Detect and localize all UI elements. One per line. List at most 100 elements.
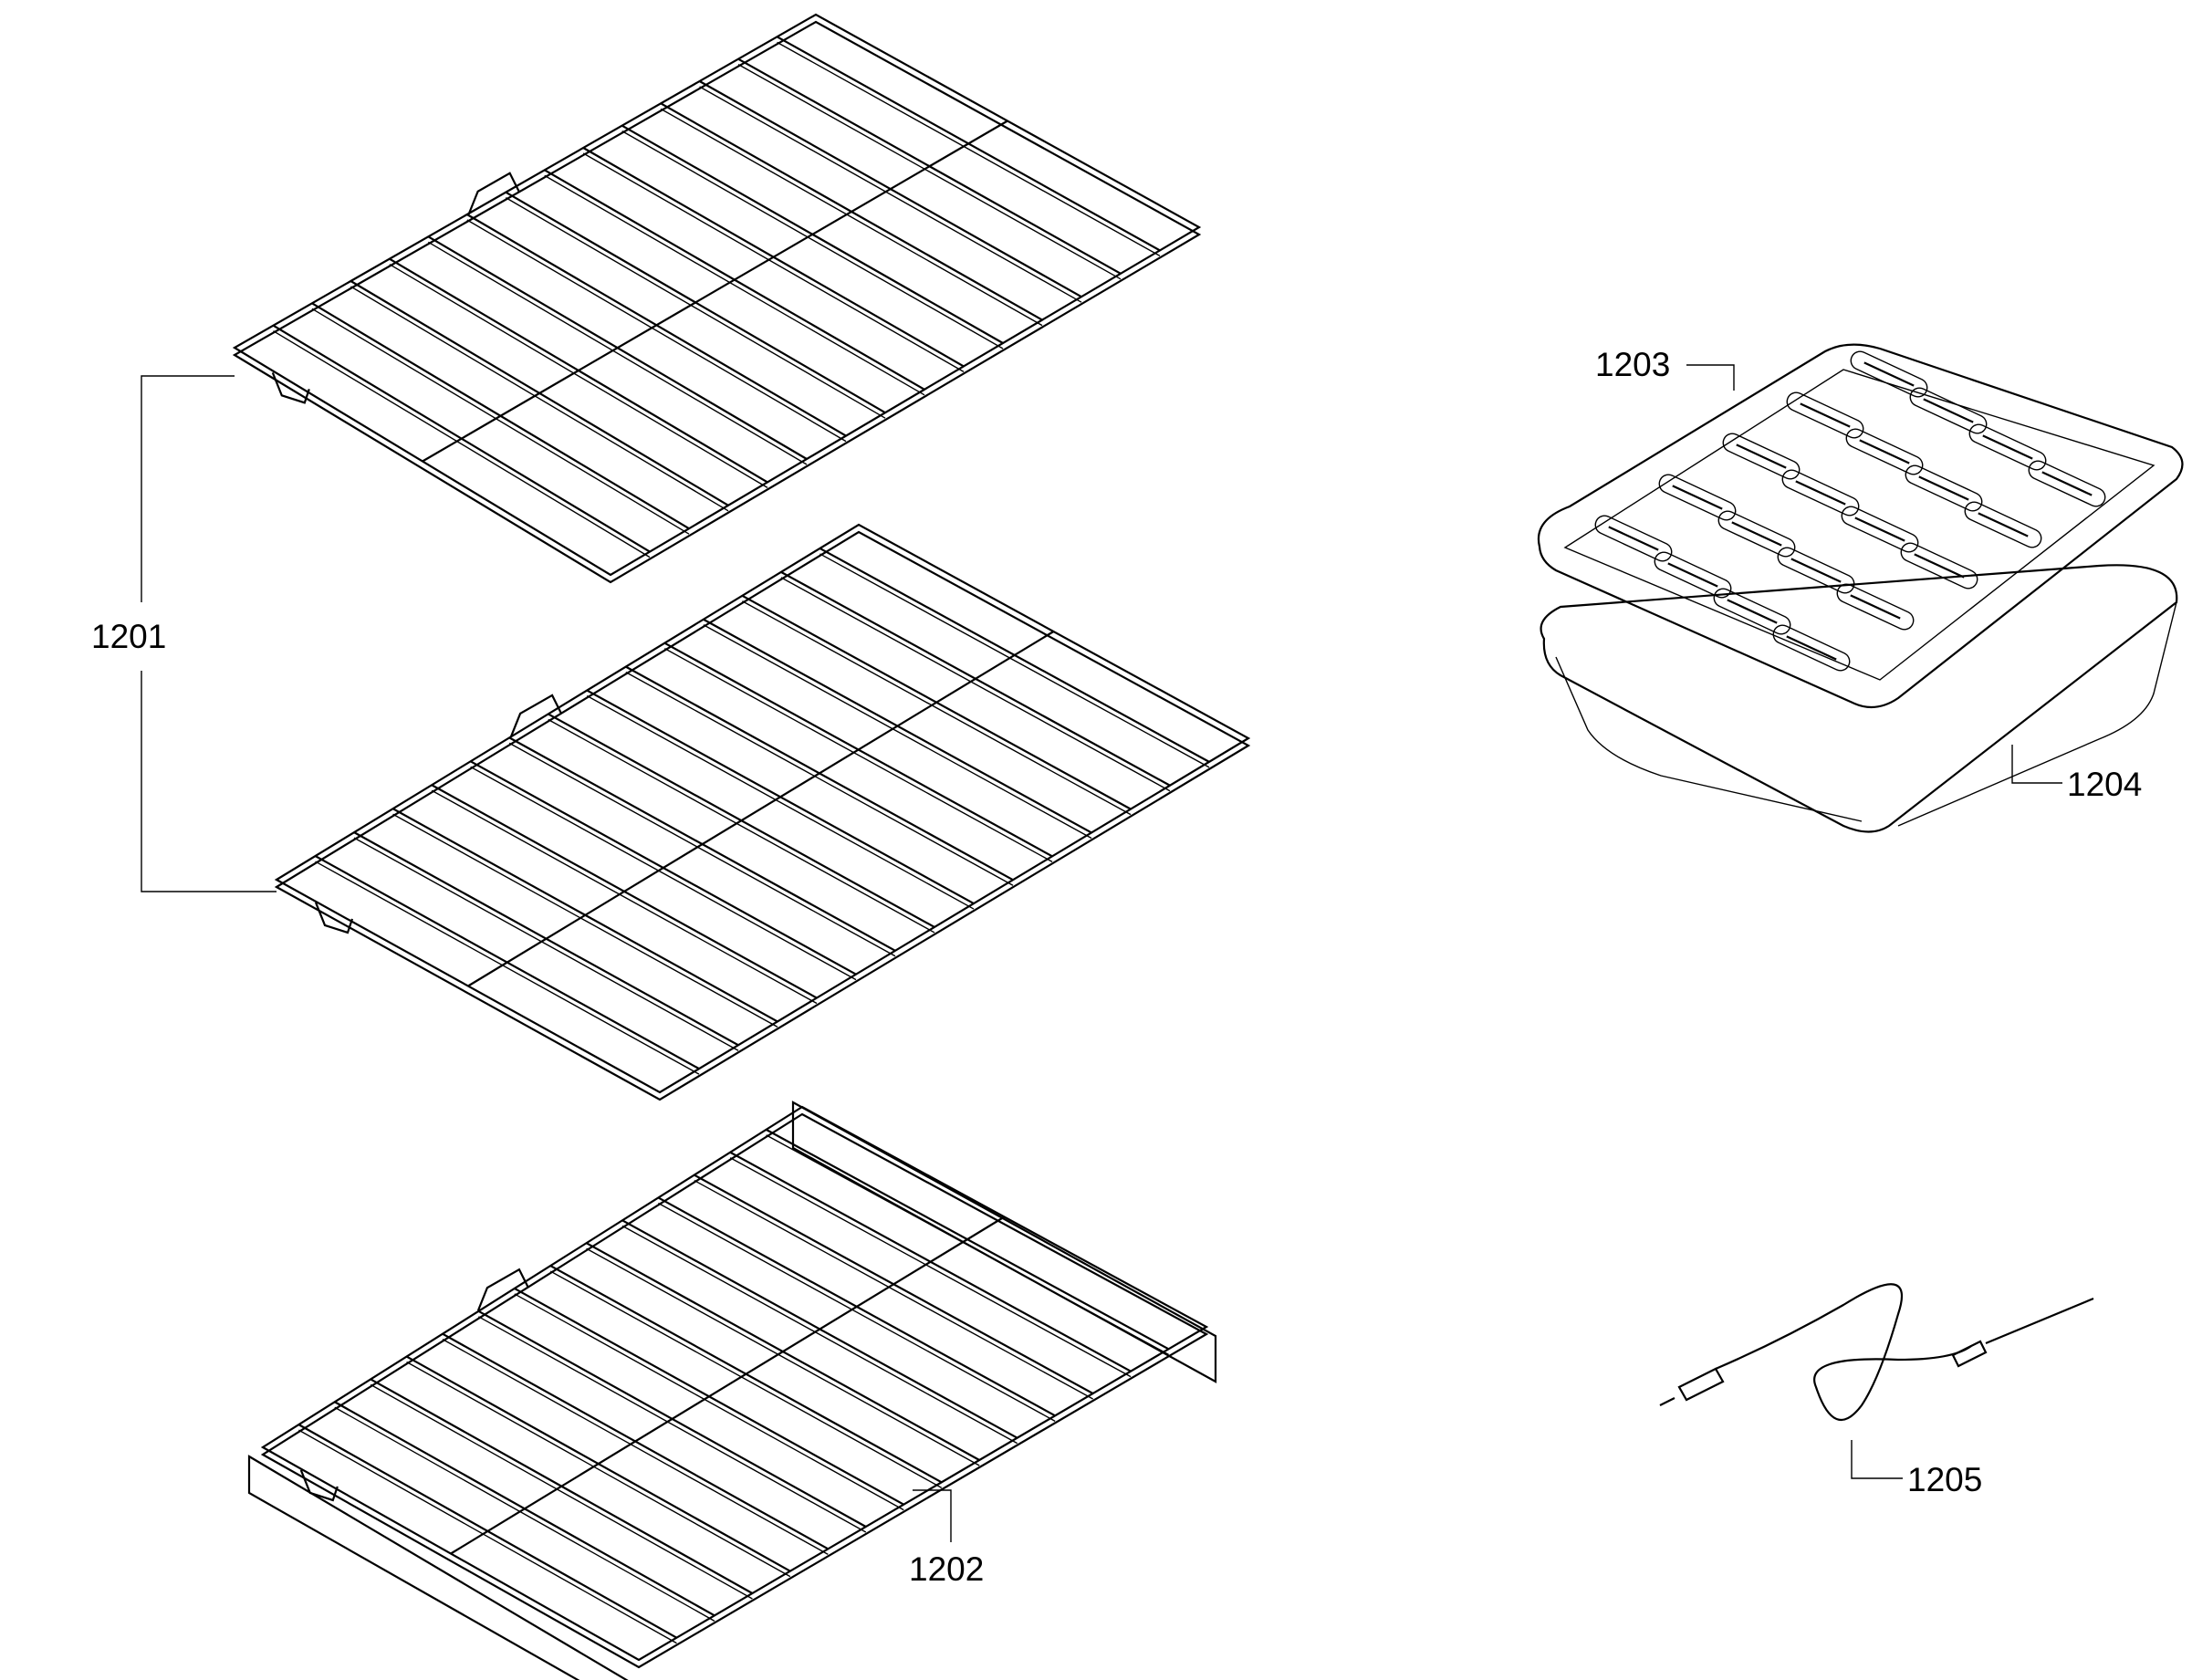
grill-slot	[1713, 588, 1791, 635]
rack-notch	[299, 1469, 339, 1502]
grill-slot	[1772, 624, 1851, 672]
leader-1204	[2011, 745, 2062, 784]
rack-bar-shadow	[508, 742, 896, 957]
grill-slot	[1786, 391, 1864, 439]
rack-bar-shadow	[777, 41, 1161, 257]
leader-1205	[1851, 1440, 1903, 1479]
rack-bar-shadow	[466, 219, 847, 443]
rack-bar-shadow	[663, 648, 1053, 862]
grill-slot	[2028, 460, 2106, 507]
probe-cable	[1715, 1283, 1972, 1422]
part-label-1204: 1204	[2067, 766, 2142, 803]
probe-tip	[1951, 1297, 2094, 1368]
rack-bar-shadow	[427, 241, 808, 465]
leader-1202	[913, 1489, 952, 1542]
rack-bar-shadow	[431, 789, 818, 1005]
broiler-grill-inner	[1563, 369, 2155, 681]
rack-bar-shadow	[780, 577, 1171, 792]
grill-slot	[1905, 464, 1983, 512]
rack-bar-shadow	[549, 1270, 943, 1488]
rack-bar-shadow	[273, 330, 651, 558]
rack-bar-shadow	[625, 671, 1014, 886]
broiler-pan-wall	[1897, 601, 2177, 827]
rack-notch	[476, 1268, 529, 1311]
rack-bar-shadow	[737, 64, 1122, 280]
grill-slot-opening	[1850, 594, 1901, 620]
slide-rail-front	[247, 1455, 629, 1680]
grill-slot-opening	[1672, 485, 1723, 510]
rack-notch	[271, 371, 310, 404]
sliding-oven-rack	[247, 1101, 1217, 1680]
rack-bar-shadow	[548, 718, 935, 934]
meat-probe	[1659, 1283, 2094, 1422]
rack-bar-shadow	[658, 1202, 1056, 1422]
grill-slot-opening	[1795, 480, 1846, 506]
rack-frame	[232, 13, 1202, 577]
rack-cross-bar	[450, 1216, 1006, 1555]
probe-plug	[1659, 1367, 1725, 1406]
rack-bar-shadow	[353, 837, 739, 1051]
rack-frame	[274, 530, 1251, 1101]
rack-frame	[260, 1112, 1209, 1669]
rack-cross-bar	[422, 120, 1008, 463]
grill-slot-opening	[2041, 471, 2093, 496]
rack-bar-shadow	[699, 86, 1082, 303]
rack-bar-shadow	[442, 1339, 829, 1555]
part-label-1203: 1203	[1595, 346, 1670, 383]
rack-bar-shadow	[742, 600, 1132, 816]
grill-slot	[1850, 350, 1928, 398]
broiler-pan	[1537, 343, 2184, 833]
grill-slot	[1658, 474, 1737, 521]
rack-bar-shadow	[315, 861, 700, 1075]
rack-bar-shadow	[406, 1361, 791, 1578]
grill-slot	[1594, 515, 1673, 562]
grill-slot-opening	[1790, 558, 1842, 583]
grill-slot-opening	[1982, 434, 2033, 460]
grill-slot	[1841, 506, 1919, 553]
leader-1203	[1686, 364, 1735, 391]
rack-bar-shadow	[389, 264, 768, 489]
grill-slot-opening	[1863, 361, 1915, 387]
rack-bar-shadow	[660, 108, 1043, 327]
oven-rack-middle	[274, 523, 1251, 1101]
rack-bar-shadow	[694, 1179, 1093, 1400]
rack-bar-shadow	[514, 1293, 904, 1511]
grill-slot	[1654, 551, 1732, 599]
rack-bar-shadow	[505, 197, 886, 419]
rack-notch	[510, 694, 563, 737]
rack-bar-shadow	[621, 1225, 1018, 1445]
grill-slot-opening	[1918, 475, 1969, 501]
grill-slot	[1964, 501, 2042, 548]
grill-slot-opening	[1854, 517, 1905, 542]
oven-rack-upper	[232, 13, 1202, 584]
grill-slot-opening	[1923, 398, 1974, 423]
rack-bar-shadow	[621, 130, 1004, 350]
rack-notch	[467, 172, 520, 215]
grill-slot-opening	[1736, 443, 1787, 469]
grill-slot	[1968, 423, 2047, 471]
rack-bar-shadow	[311, 308, 690, 535]
part-label-1202: 1202	[909, 1550, 984, 1588]
rack-bar-shadow	[586, 1247, 980, 1466]
leader-1201	[141, 375, 277, 892]
grill-slot-opening	[1608, 526, 1659, 551]
rack-bar-shadow	[350, 286, 729, 512]
rack-notch	[314, 902, 354, 934]
rack-cross-bar	[467, 631, 1055, 987]
part-label-1201: 1201	[91, 618, 166, 655]
slide-rail-back	[791, 1101, 1217, 1383]
grill-slot-opening	[1667, 562, 1718, 588]
rack-frame	[232, 20, 1202, 584]
rack-bar-shadow	[703, 624, 1092, 840]
grill-slot-opening	[1914, 553, 1965, 579]
rack-bar-shadow	[370, 1383, 753, 1600]
grill-slot-opening	[1800, 402, 1851, 428]
rack-bar-shadow	[478, 1316, 867, 1533]
rack-bar-shadow	[334, 1406, 715, 1622]
grill-slot-opening	[1978, 512, 2029, 537]
grill-slot	[1717, 510, 1796, 558]
grill-slot-opening	[1859, 439, 1910, 464]
grill-slot	[1845, 428, 1924, 475]
